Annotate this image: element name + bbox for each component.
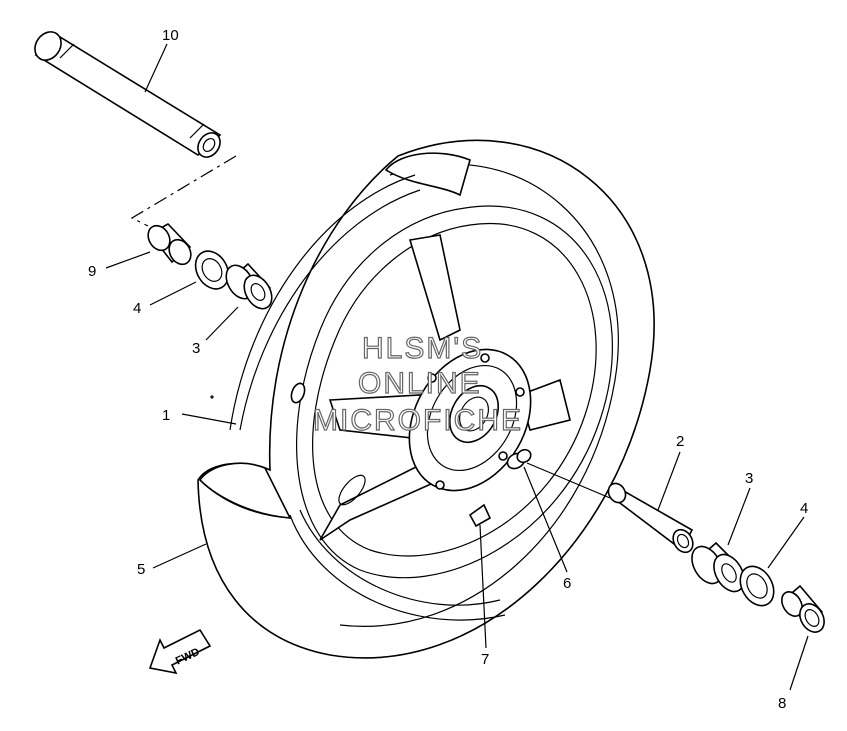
collar-part-9: [147, 223, 192, 266]
bearing-left: [225, 262, 273, 310]
callout-2: 2: [676, 433, 684, 450]
callout-4-right: 4: [800, 500, 808, 517]
callout-1: 1: [162, 407, 170, 424]
callout-8: 10: [162, 27, 179, 44]
callout-3-right: 3: [745, 470, 753, 487]
watermark-line-1: HLSM'S: [362, 332, 483, 365]
valve-part: [506, 448, 532, 470]
callout-4-left: 4: [133, 300, 141, 317]
watermark: HLSM'S ONLINE MICROFICHE: [312, 331, 523, 437]
balance-weight-part: [468, 503, 492, 528]
forward-direction-arrow: FWD: [148, 628, 212, 675]
wheel-rim-part: [210, 174, 613, 621]
callout-3-left: 3: [192, 340, 200, 357]
watermark-line-2: ONLINE: [358, 367, 482, 400]
callout-numbers: 10 9 4 3 1 5 6 7 2 3 4 8: [88, 27, 808, 712]
callout-10: 8: [778, 695, 786, 712]
leader-lines: [105, 43, 809, 691]
oil-seal-left: [194, 250, 230, 290]
watermark-line-3: MICROFICHE: [313, 404, 523, 437]
callout-7: 7: [481, 651, 489, 668]
callout-5: 5: [137, 561, 145, 578]
spacer-part: [607, 482, 694, 554]
bearing-right: [691, 541, 745, 593]
oil-seal-right: [739, 565, 775, 607]
callout-9: 9: [88, 263, 96, 280]
callout-6: 6: [563, 575, 571, 592]
axle-part: [34, 31, 222, 158]
collar-part-10: [781, 584, 825, 633]
